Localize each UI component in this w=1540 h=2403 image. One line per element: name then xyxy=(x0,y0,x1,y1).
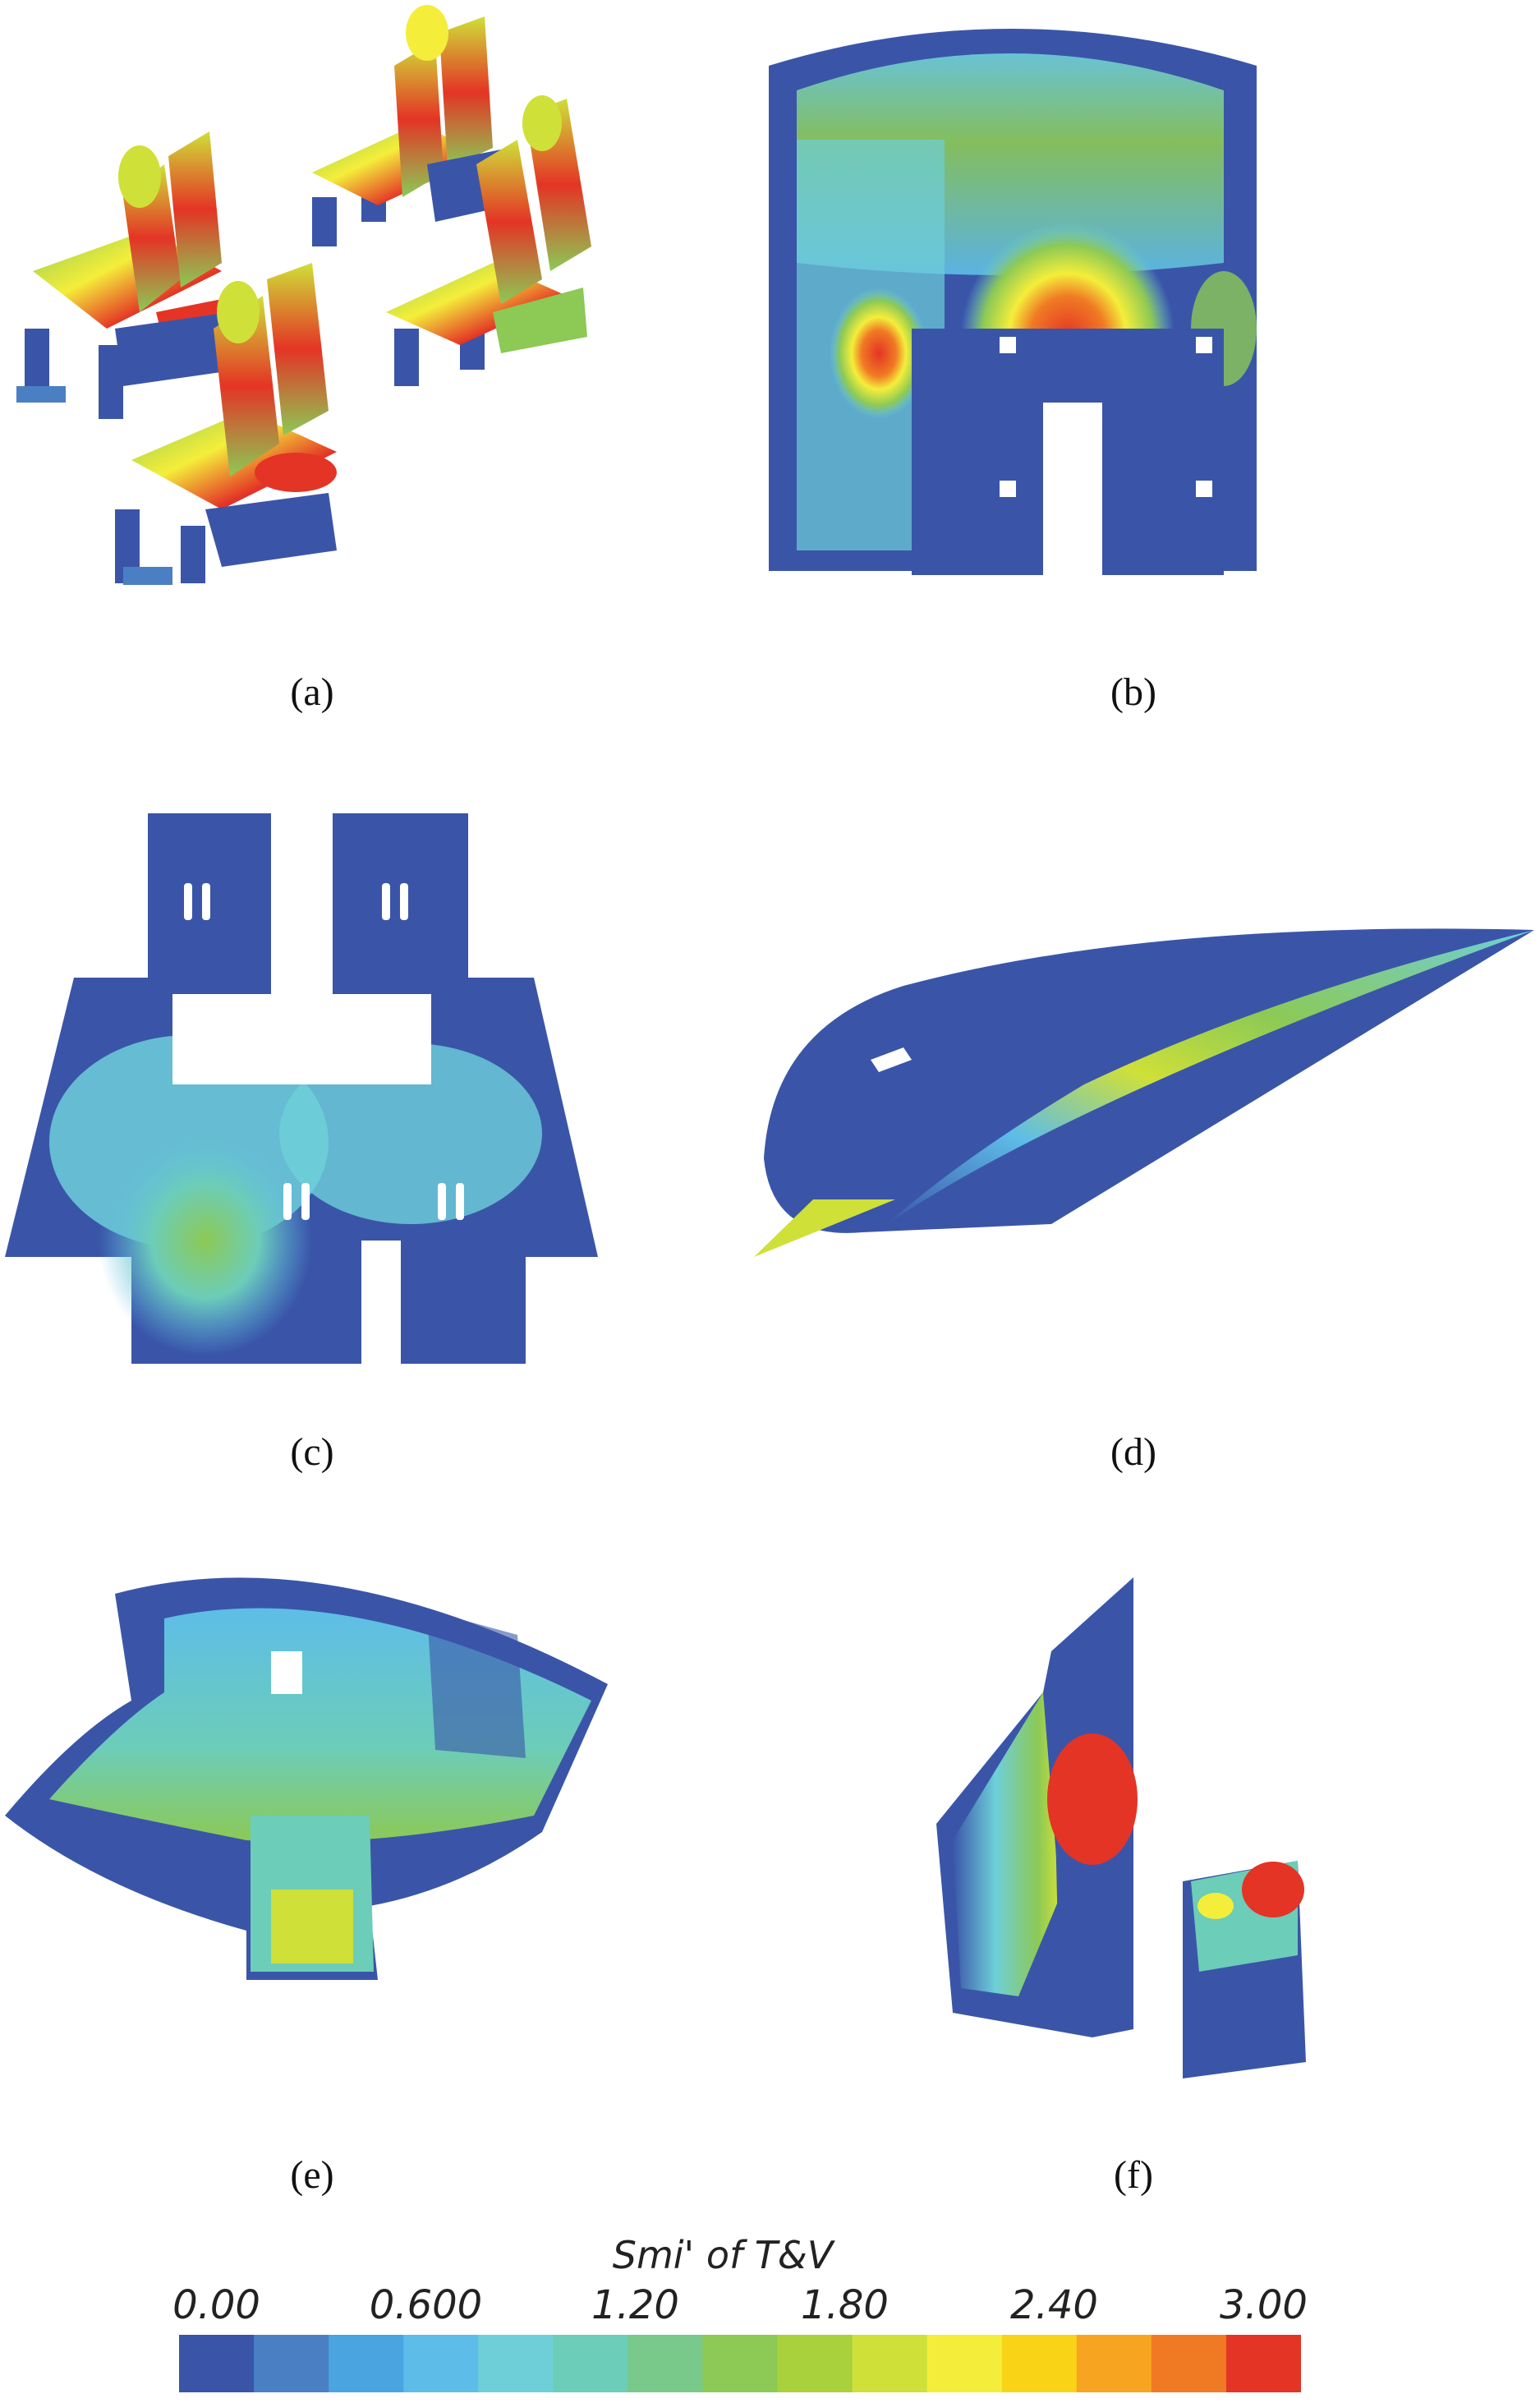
colorbar-tick-label: 3.00 xyxy=(1220,2282,1308,2328)
panel-c-back-wall xyxy=(0,813,608,1372)
colorbar-tick-label: 0.00 xyxy=(172,2282,260,2328)
caption-f: (f) xyxy=(1114,2153,1153,2197)
colorbar-swatch xyxy=(926,2335,1003,2392)
colorbar-swatch xyxy=(702,2335,779,2392)
panel-a-seats xyxy=(0,0,739,624)
caption-e: (e) xyxy=(290,2153,334,2197)
caption-c: (c) xyxy=(290,1430,334,1474)
seat-right xyxy=(386,95,591,386)
colorbar-swatch xyxy=(1001,2335,1078,2392)
colorbar-swatch xyxy=(627,2335,703,2392)
colorbar-tick-label: 1.20 xyxy=(591,2282,679,2328)
colorbar-swatch xyxy=(1076,2335,1152,2392)
seat-top-right xyxy=(312,5,509,246)
colorbar-swatch xyxy=(553,2335,628,2392)
colorbar-swatch xyxy=(1225,2335,1301,2392)
seat-front xyxy=(115,263,337,585)
colorbar-swatch xyxy=(403,2335,479,2392)
colorbar-swatch xyxy=(254,2335,329,2392)
colorbar-swatch xyxy=(329,2335,404,2392)
colorbar-tick-label: 0.600 xyxy=(369,2282,483,2328)
panel-f-side-walls xyxy=(928,1569,1339,2111)
caption-d: (d) xyxy=(1110,1430,1156,1474)
panel-d-roof xyxy=(739,895,1536,1273)
caption-a: (a) xyxy=(290,670,334,714)
panel-b-front-wall xyxy=(764,16,1265,575)
colorbar-swatches xyxy=(179,2335,1301,2392)
colorbar xyxy=(179,2335,1301,2392)
colorbar-tick-label: 2.40 xyxy=(1010,2282,1098,2328)
colorbar-swatch xyxy=(179,2335,255,2392)
colorbar-swatch xyxy=(852,2335,928,2392)
colorbar-title: Smi' of T&V xyxy=(612,2233,834,2277)
colorbar-tick-label: 1.80 xyxy=(801,2282,889,2328)
colorbar-swatch xyxy=(777,2335,853,2392)
colorbar-swatch xyxy=(478,2335,554,2392)
caption-b: (b) xyxy=(1110,670,1156,714)
seat-left xyxy=(16,131,246,419)
panel-e-cab-interior xyxy=(0,1544,624,2005)
colorbar-swatch xyxy=(1151,2335,1227,2392)
